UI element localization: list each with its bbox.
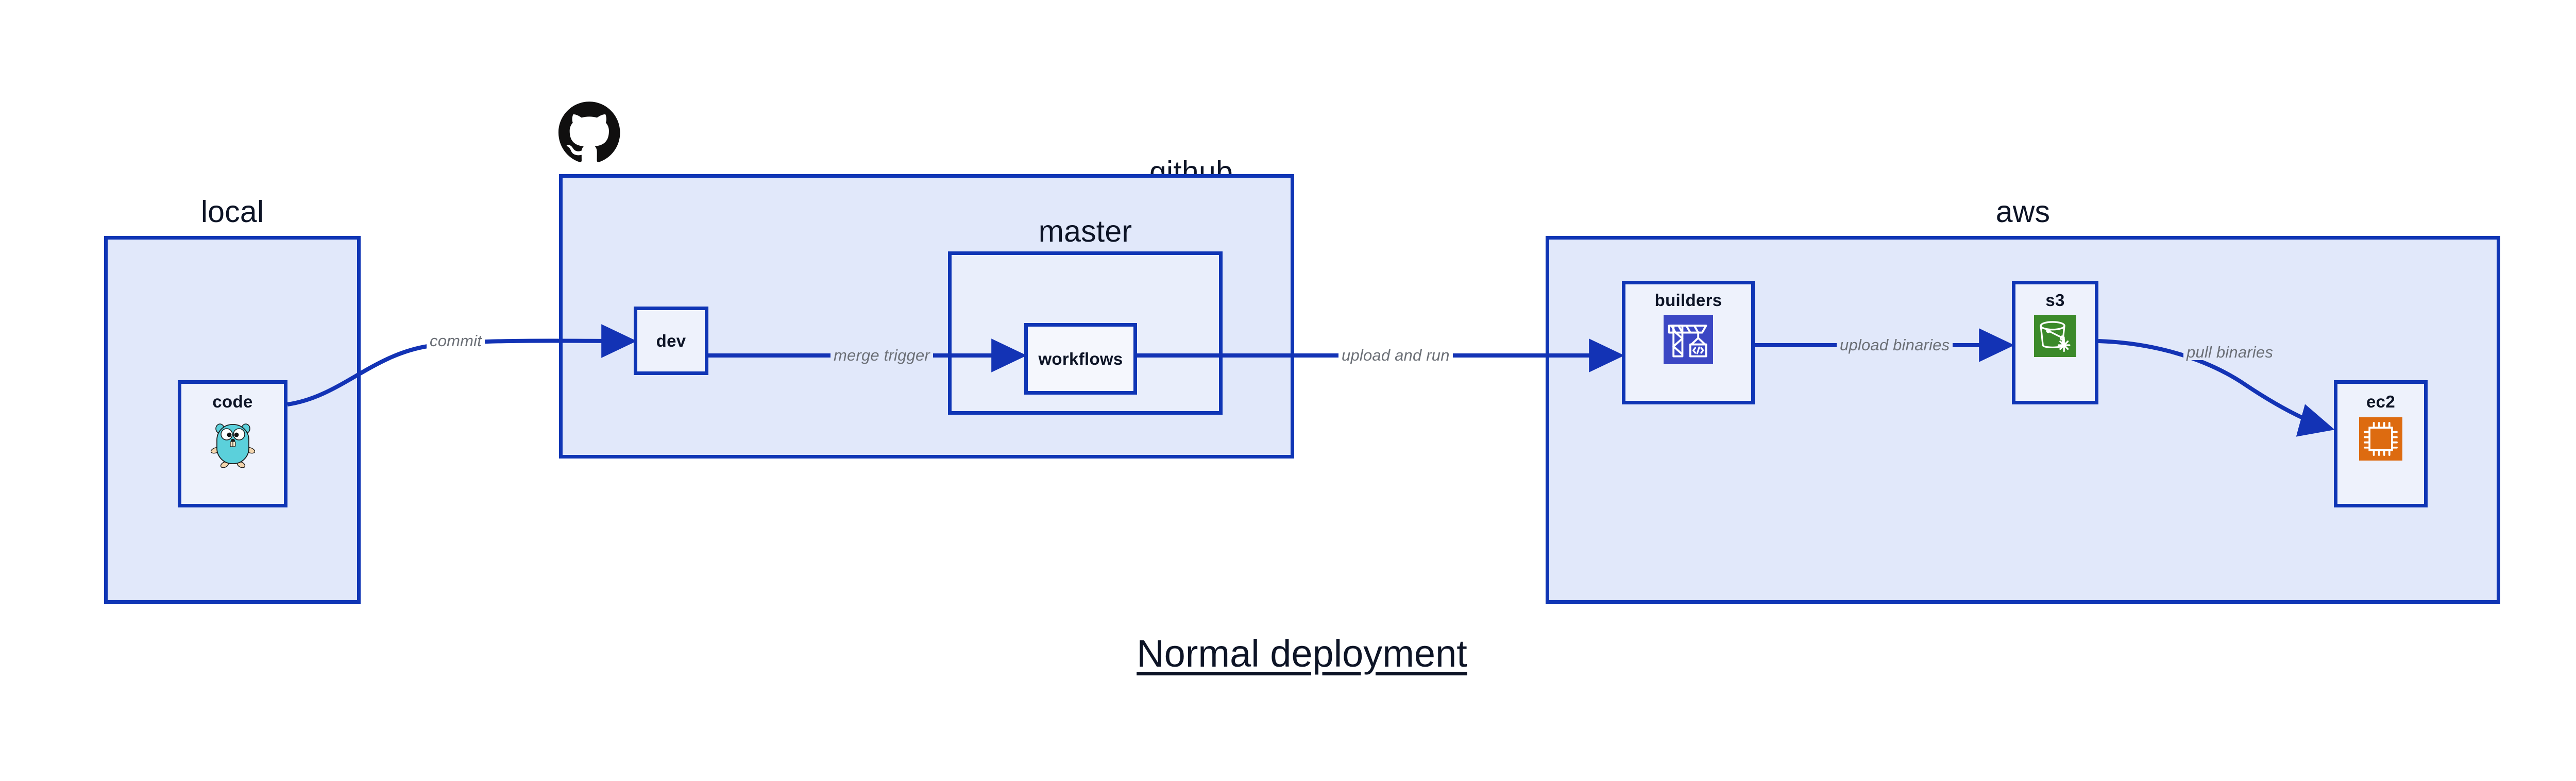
group-label-master: master <box>1038 214 1132 248</box>
group-label-aws: aws <box>1995 195 2050 229</box>
node-label-builders: builders <box>1654 291 1722 310</box>
github-logo <box>558 101 620 165</box>
node-label-ec2: ec2 <box>2366 392 2395 411</box>
edge-label-merge-trigger: merge trigger <box>831 347 933 363</box>
go-gopher-icon <box>210 418 255 470</box>
node-workflows[interactable]: workflows <box>1024 323 1137 395</box>
edge-label-upload-binaries: upload binaries <box>1837 337 1953 353</box>
edge-label-commit: commit <box>427 333 485 349</box>
node-builders[interactable]: builders <box>1622 281 1755 404</box>
node-label-workflows: workflows <box>1038 349 1123 368</box>
edge-label-upload-and-run: upload and run <box>1338 347 1453 363</box>
node-s3[interactable]: s3 <box>2012 281 2098 404</box>
aws-codebuild-crane-icon <box>1664 315 1713 367</box>
group-label-local: local <box>200 195 264 229</box>
aws-ec2-chip-icon <box>2359 417 2402 463</box>
edge-label-pull-binaries: pull binaries <box>2183 344 2277 360</box>
node-code[interactable]: code <box>178 380 287 507</box>
node-ec2[interactable]: ec2 <box>2334 380 2428 507</box>
node-label-code: code <box>212 392 253 411</box>
node-label-s3: s3 <box>2045 291 2065 310</box>
node-label-dev: dev <box>656 331 686 350</box>
node-dev[interactable]: dev <box>634 307 708 375</box>
aws-s3-bucket-icon <box>2034 315 2076 360</box>
page-title: Normal deployment <box>1137 632 1467 675</box>
